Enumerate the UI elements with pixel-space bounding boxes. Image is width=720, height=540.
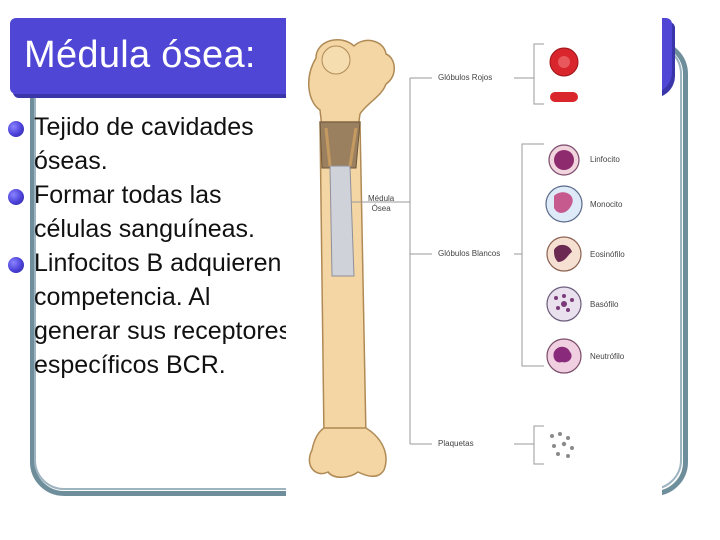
bullet-list: Tejido de cavidades óseas. Formar todas …: [6, 110, 296, 382]
bullet-item: Tejido de cavidades óseas.: [6, 110, 296, 178]
bullet-dot-icon: [8, 189, 24, 205]
medula-label-line: Ósea: [371, 204, 391, 213]
platelets: [550, 432, 574, 458]
plaquetas-label: Plaquetas: [438, 439, 474, 448]
figure-drawing: [308, 39, 583, 478]
globulos-blancos-label: Glóbulos Blancos: [438, 249, 501, 258]
bullet-dot-icon: [8, 257, 24, 273]
globulos-rojos-label: Glóbulos Rojos: [438, 73, 493, 82]
medula-label: Médula Ósea: [368, 194, 394, 214]
bone-illustration: [308, 39, 395, 478]
bullet-item: Formar todas las células sanguíneas.: [6, 178, 296, 246]
medula-label-line: Médula: [368, 194, 395, 203]
white-blood-cells: [545, 144, 583, 374]
monocito-label: Monocito: [590, 200, 623, 209]
bone-marrow-figure: Médula Ósea Glóbulos Rojos Glóbulos Blan…: [286, 18, 662, 496]
bullet-text: Formar todas las células sanguíneas.: [34, 181, 255, 243]
red-blood-cells: [549, 47, 579, 102]
basofilo-label: Basófilo: [590, 300, 619, 309]
bullet-text: Linfocitos B adquieren competencia. Al g…: [34, 249, 292, 379]
slide-title: Médula ósea:: [24, 34, 256, 76]
bullet-text: Tejido de cavidades óseas.: [34, 113, 254, 175]
neutrofilo-label: Neutrófilo: [590, 352, 625, 361]
connector-lines: [352, 43, 544, 465]
bullet-item: Linfocitos B adquieren competencia. Al g…: [6, 246, 296, 382]
bullet-dot-icon: [8, 121, 24, 137]
linfocito-label: Linfocito: [590, 155, 620, 164]
eosinofilo-label: Eosinófilo: [590, 250, 625, 259]
